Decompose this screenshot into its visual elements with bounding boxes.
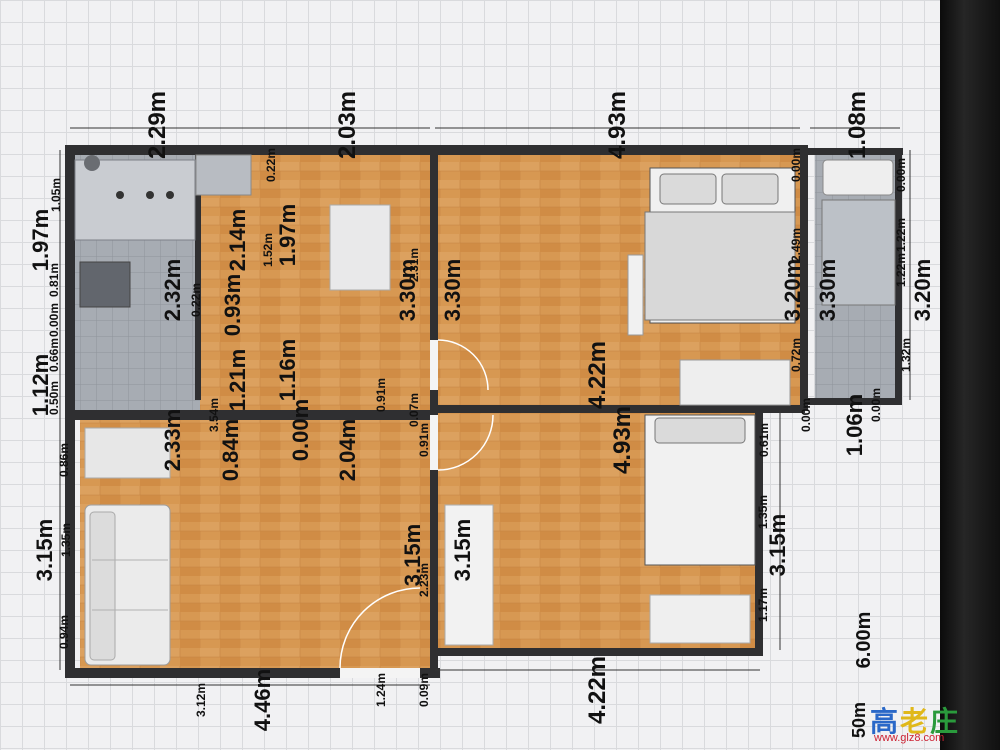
watermark-url: www.glz8.com bbox=[874, 732, 945, 744]
dimension-label: 4.22m bbox=[584, 656, 611, 724]
dimension-label: 6.00m bbox=[853, 612, 875, 669]
cabinet bbox=[329, 204, 391, 291]
dimension-label: 3.54m bbox=[207, 398, 221, 432]
dimension-label: 1.97m bbox=[275, 204, 300, 266]
dimension-label: 3.30m bbox=[815, 259, 840, 321]
dimension-label: 0.84m bbox=[218, 419, 243, 481]
dimension-label: 1.21m bbox=[225, 349, 250, 411]
dimension-label: 0.07m bbox=[407, 393, 421, 427]
hall-floor bbox=[200, 155, 430, 420]
dimension-label: 0.22m bbox=[264, 148, 278, 182]
wardrobe-second bbox=[444, 504, 494, 646]
dimension-label: 1.12m bbox=[28, 354, 53, 416]
dimension-label: 0.22m bbox=[189, 283, 203, 317]
door-openings bbox=[340, 340, 438, 678]
dimension-label: 2.49m bbox=[789, 228, 803, 262]
dimension-label: 0.00m bbox=[869, 388, 883, 422]
dimension-label: 1.97m bbox=[28, 209, 53, 271]
dimension-label: 1.17m bbox=[756, 588, 770, 622]
sofa bbox=[84, 504, 171, 666]
dimension-label: 0.93m bbox=[220, 274, 245, 336]
dimension-label: 1.22m bbox=[894, 218, 908, 252]
dimension-label: 2.23m bbox=[417, 563, 431, 597]
dimension-label: 0.91m bbox=[374, 378, 388, 412]
wardrobe-master bbox=[627, 254, 644, 336]
second-bed bbox=[644, 414, 756, 566]
dimension-label: 2.31m bbox=[407, 248, 421, 282]
dimension-label: 1.52m bbox=[261, 233, 275, 267]
dimension-label: 0.00m bbox=[288, 399, 313, 461]
dimension-label: 2.04m bbox=[335, 419, 360, 481]
dimension-label: 50m bbox=[849, 702, 869, 738]
monitor-bezel bbox=[940, 0, 1000, 750]
dimension-label: 0.00m bbox=[894, 158, 908, 192]
desk-second bbox=[649, 594, 751, 644]
dimension-label: 4.46m bbox=[250, 669, 275, 731]
dimension-label: 3.20m bbox=[910, 259, 935, 321]
dimension-label: 3.20m bbox=[780, 259, 805, 321]
dimension-label: 1.35m bbox=[756, 495, 770, 529]
door-arcs bbox=[339, 339, 494, 669]
dimension-label: 0.00m bbox=[47, 303, 61, 337]
dimension-label: 4.93m bbox=[609, 406, 636, 474]
dimension-label: 2.29m bbox=[144, 91, 171, 159]
dimension-label: 0.00m bbox=[799, 398, 813, 432]
tv-cabinet bbox=[84, 427, 171, 479]
dimension-label: 0.91m bbox=[417, 423, 431, 457]
dimension-label: 0.72m bbox=[789, 338, 803, 372]
master-bed bbox=[644, 167, 796, 324]
dimension-lines bbox=[59, 127, 911, 686]
dimension-label: 0.81m bbox=[47, 263, 61, 297]
dimension-label: 1.24m bbox=[374, 673, 388, 707]
dimension-label: 0.00m bbox=[789, 148, 803, 182]
desk-master bbox=[679, 359, 791, 406]
dimension-label: 2.03m bbox=[334, 91, 361, 159]
dimension-label: 3.15m bbox=[765, 514, 790, 576]
dimension-label: 0.09m bbox=[417, 673, 431, 707]
dimension-label: 0.61m bbox=[757, 423, 771, 457]
dimension-label: 1.22m bbox=[894, 253, 908, 287]
dimension-label: 2.32m bbox=[160, 259, 185, 321]
dimension-label: 0.94m bbox=[57, 615, 71, 649]
dimension-label: 3.30m bbox=[440, 259, 465, 321]
kitchen-fixtures bbox=[74, 154, 252, 308]
dimension-label: 2.14m bbox=[225, 209, 250, 271]
dimension-label: 3.15m bbox=[450, 519, 475, 581]
dimension-label: 4.22m bbox=[584, 341, 611, 409]
walls bbox=[65, 145, 903, 678]
dimension-label: 3.30m bbox=[395, 259, 420, 321]
dimension-label: 1.16m bbox=[275, 339, 300, 401]
dimension-label: 3.15m bbox=[32, 519, 57, 581]
dimension-label: 1.35m bbox=[59, 523, 73, 557]
dimension-label: 1.06m bbox=[842, 394, 867, 456]
dimension-label: 1.05m bbox=[49, 178, 63, 212]
dimension-label: 0.66m bbox=[47, 338, 61, 372]
dimension-label: 0.86m bbox=[57, 443, 71, 477]
dimension-label: 3.12m bbox=[194, 683, 208, 717]
dimension-label: 1.32m bbox=[899, 338, 913, 372]
dimension-label: 3.15m bbox=[400, 524, 425, 586]
bathroom-fixtures bbox=[821, 159, 896, 306]
watermark-logo: 高老庄 www.glz8.com bbox=[870, 705, 961, 744]
dimension-label: 4.93m bbox=[604, 91, 631, 159]
dimension-label: 0.50m bbox=[47, 381, 61, 415]
dimension-label: 1.08m bbox=[844, 91, 871, 159]
dimension-label: 2.33m bbox=[160, 409, 185, 471]
